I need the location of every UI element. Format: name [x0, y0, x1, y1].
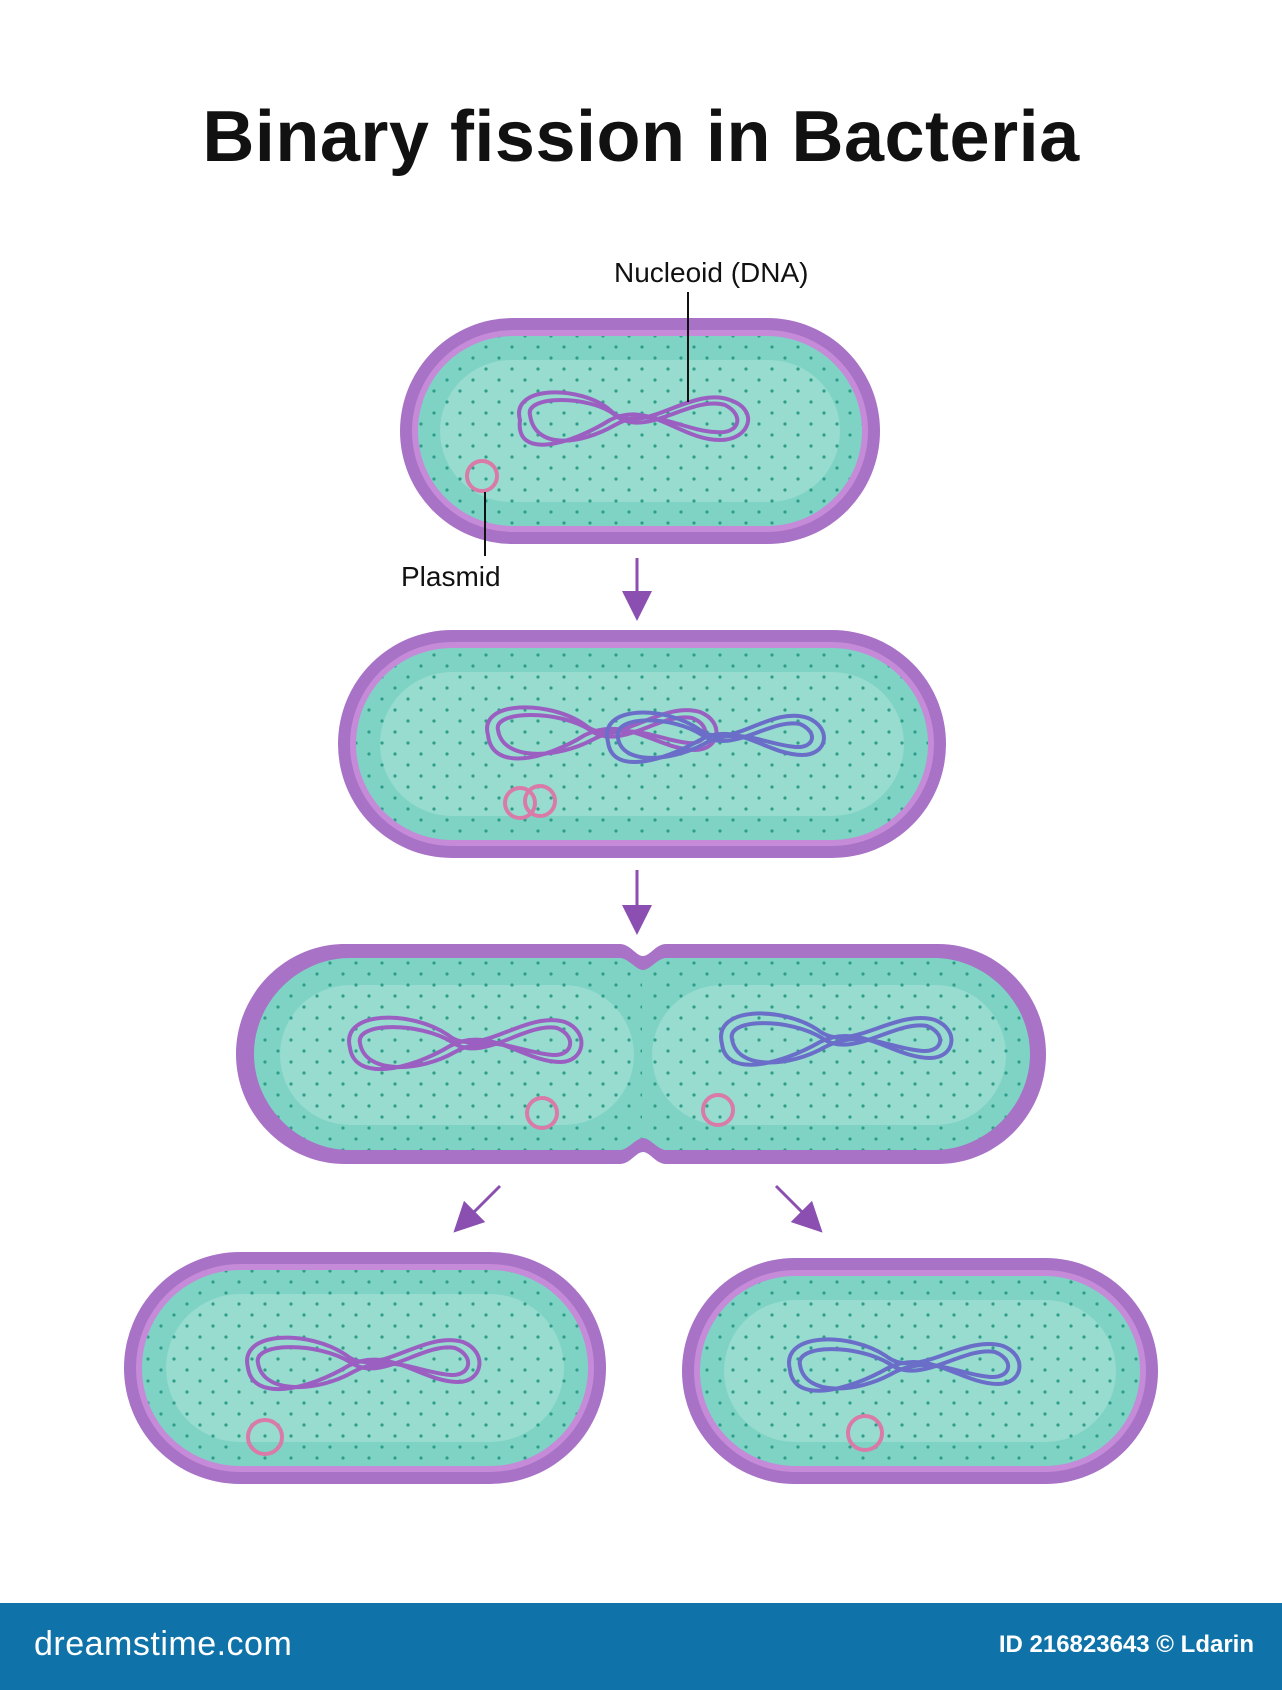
arrow-down-left: [453, 1184, 502, 1233]
arrow-down-right: [774, 1184, 823, 1233]
plasmid-circle-right: [701, 1093, 735, 1127]
plasmid-circle: [465, 459, 499, 493]
binary-fission-diagram: Nucleoid (DNA) Plasmid: [124, 257, 1158, 1484]
nucleoid-dna-copy: [605, 710, 826, 764]
page-title: Binary fission in Bacteria: [202, 97, 1080, 177]
nucleoid-dna-daughter-left: [245, 1335, 482, 1392]
nucleoid-dna: [517, 390, 751, 447]
bacterium-stage-2: [338, 630, 946, 858]
bacterium-stage-3-dividing: [236, 944, 1046, 1164]
daughter-cell-right: [682, 1258, 1158, 1484]
plasmid-circle-daughter-right: [846, 1414, 884, 1452]
footer-bar: dreamstime.com ID 216823643 © Ldarin: [0, 1603, 1282, 1690]
footer-brand[interactable]: dreamstime.com: [34, 1625, 293, 1663]
nucleoid-label: Nucleoid (DNA): [614, 257, 809, 288]
plasmid-circle-copy: [523, 784, 557, 818]
plasmid-label: Plasmid: [401, 561, 501, 592]
footer-image-id: ID 216823643 © Ldarin: [998, 1631, 1254, 1658]
plasmid-circle-left: [525, 1096, 559, 1130]
nucleoid-dna-daughter-right: [787, 1337, 1022, 1393]
bacterium-stage-1: [400, 318, 880, 544]
plasmid-circle-daughter-left: [246, 1418, 284, 1456]
nucleoid-dna-left: [347, 1015, 584, 1072]
daughter-cell-left: [124, 1252, 606, 1484]
plasmid-circle-original: [503, 786, 537, 820]
nucleoid-dna-right: [719, 1011, 954, 1067]
